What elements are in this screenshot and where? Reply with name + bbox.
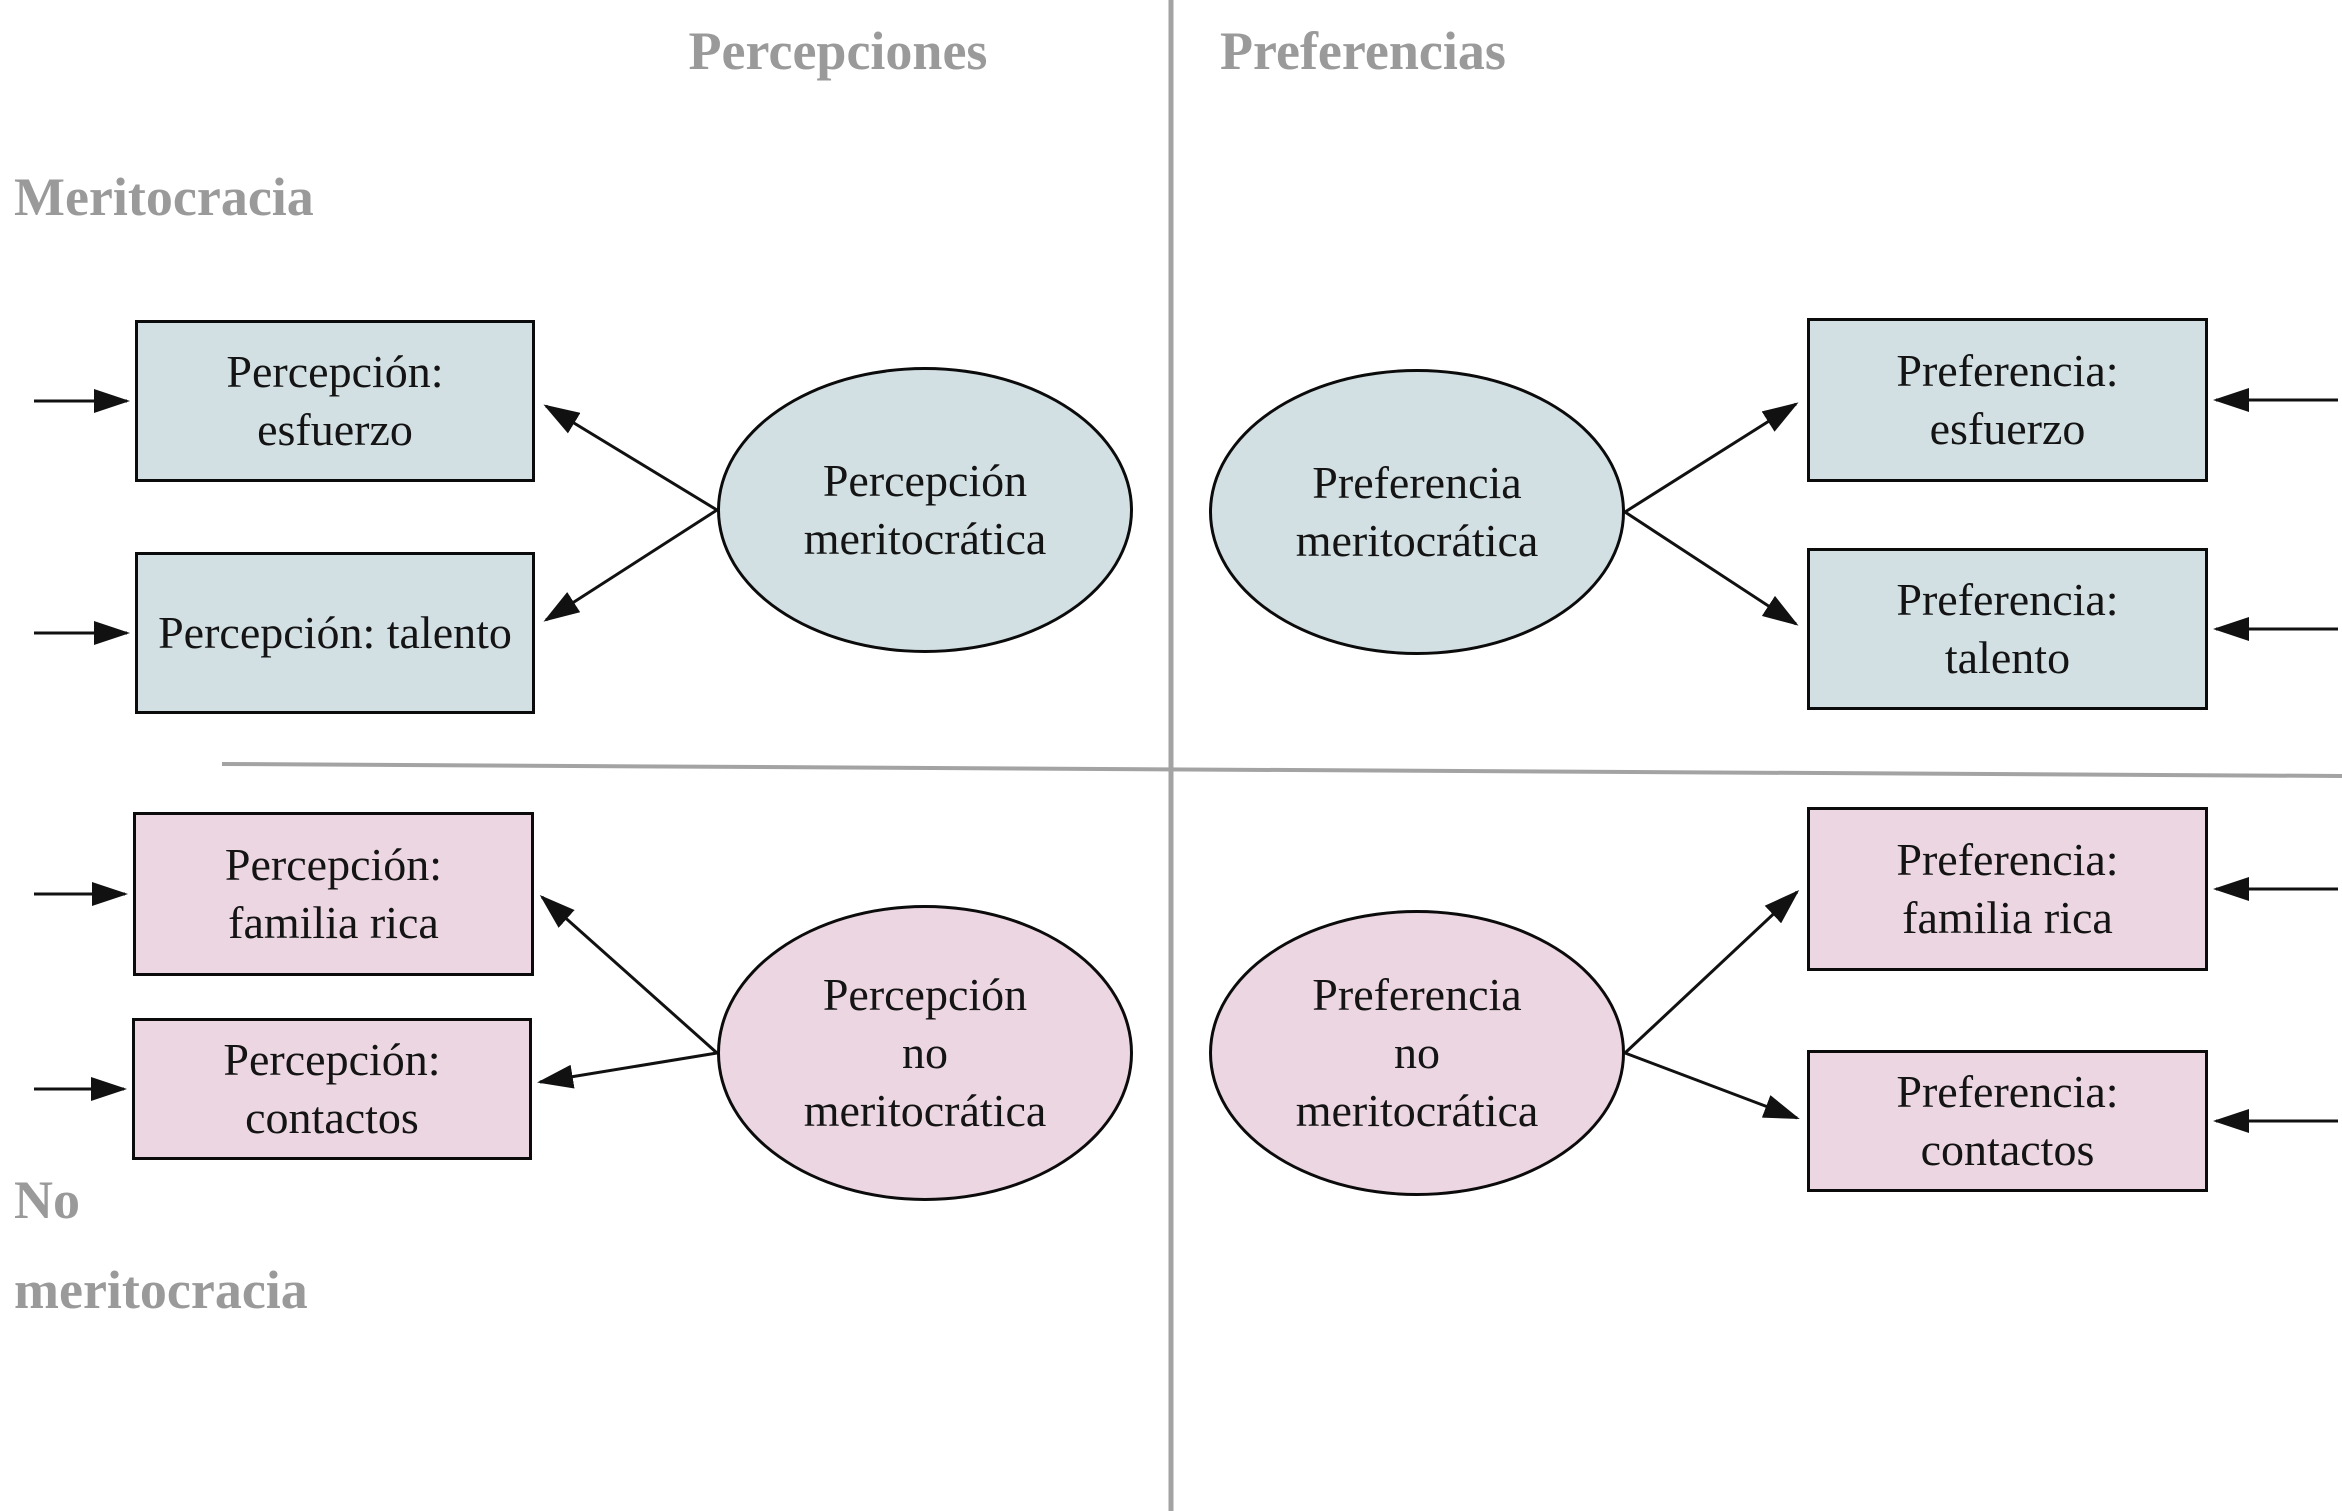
ellipse-percepcion-meritocratica: Percepción meritocrática xyxy=(717,367,1133,653)
loading-arrow xyxy=(543,404,718,512)
loading-arrow xyxy=(1624,1051,1800,1120)
horizontal-divider xyxy=(221,762,2342,778)
box-preferencia-contactos: Preferencia: contactos xyxy=(1807,1050,2208,1192)
column-label-preferencias: Preferencias xyxy=(1220,21,1506,81)
loading-arrow xyxy=(543,508,718,622)
loading-arrow xyxy=(1624,402,1799,514)
box-preferencia-familia-rica: Preferencia: familia rica xyxy=(1807,807,2208,971)
loading-arrow xyxy=(1623,889,1800,1055)
ellipse-preferencia-meritocratica: Preferencia meritocrática xyxy=(1209,369,1625,655)
ellipse-preferencia-no-meritocratica: Preferencia no meritocrática xyxy=(1209,910,1625,1196)
row-label-meritocracia: Meritocracia xyxy=(14,167,314,227)
box-percepcion-talento: Percepción: talento xyxy=(135,552,535,714)
loading-arrow xyxy=(1624,510,1799,626)
box-percepcion-familia-rica: Percepción: familia rica xyxy=(133,812,534,976)
ellipse-percepcion-no-meritocratica: Percepción no meritocrática xyxy=(717,905,1133,1201)
box-preferencia-esfuerzo: Preferencia: esfuerzo xyxy=(1807,318,2208,482)
loading-arrow xyxy=(539,895,718,1055)
box-percepcion-esfuerzo: Percepción: esfuerzo xyxy=(135,320,535,482)
loading-arrow xyxy=(537,1051,718,1089)
row-label-no-meritocracia: No meritocracia xyxy=(14,1170,308,1321)
box-percepcion-contactos: Percepción: contactos xyxy=(132,1018,532,1160)
column-label-percepciones: Percepciones xyxy=(688,21,988,81)
box-preferencia-talento: Preferencia: talento xyxy=(1807,548,2208,710)
